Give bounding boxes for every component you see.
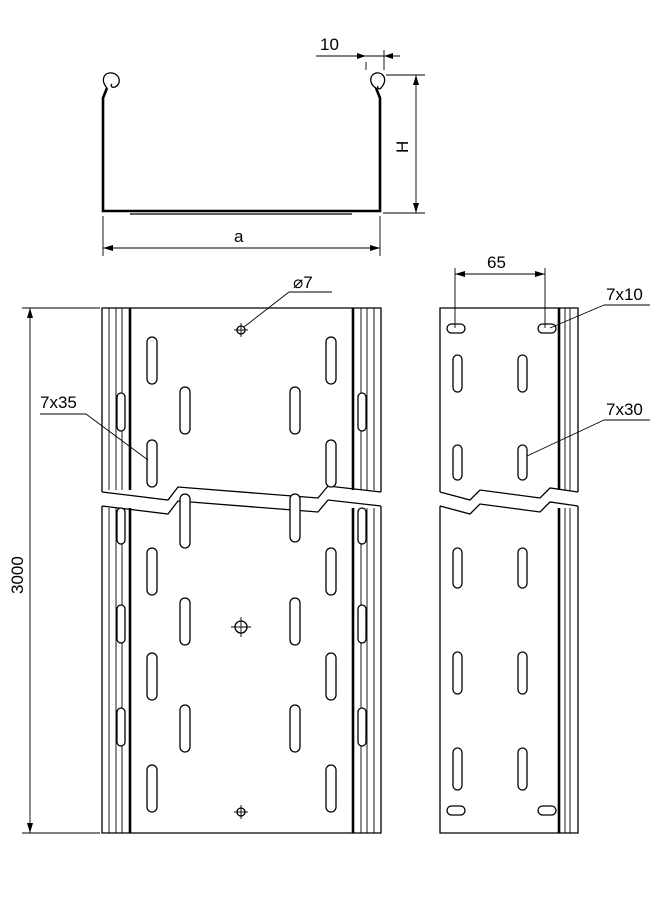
dim-3000-label: 3000 (8, 556, 27, 594)
side-break-line-top (439, 487, 579, 501)
slot-35-leader (85, 413, 149, 461)
dim-h-arrow-bottom (413, 203, 419, 213)
dim-a-arrow-left (103, 245, 113, 251)
slot-30-label: 7x30 (606, 400, 643, 419)
plan-base-slots (146, 336, 337, 813)
dim-h-arrow-top (413, 75, 419, 85)
plan-break-line-bottom (101, 499, 382, 515)
dim-a-arrow-right (370, 245, 380, 251)
dim-h-label: H (393, 141, 412, 153)
slot-10-label: 7x10 (606, 285, 643, 304)
cross-section-view: 10 H a (101, 35, 425, 256)
plan-border-lower (101, 506, 382, 834)
slot-35-label: 7x35 (40, 393, 77, 412)
dim-10-label: 10 (320, 35, 339, 54)
plan-round-holes (231, 323, 251, 819)
plan-border-upper (101, 307, 382, 492)
dim-10-arrow-left (357, 53, 366, 59)
hole-leader (243, 291, 290, 328)
tray-profile (101, 87, 382, 213)
side-border-upper (439, 307, 579, 492)
dim-3000-arrow-bottom (27, 823, 33, 833)
slot-10-leader (549, 304, 605, 329)
dim-10-arrow-right (384, 53, 393, 59)
plan-right-wall-lines (351, 308, 375, 833)
side-view: 65 7x10 7x30 (439, 253, 650, 834)
side-slots (446, 323, 557, 816)
slot-30-leader (526, 419, 605, 457)
side-wall-lines (557, 308, 571, 833)
dim-3000-arrow-top (27, 308, 33, 318)
dim-65-arrow-right (535, 271, 545, 277)
dim-a-label: a (234, 227, 244, 246)
dim-65-label: 65 (487, 253, 506, 272)
side-break-line-bottom (439, 501, 579, 515)
plan-left-wall-lines (108, 308, 132, 833)
dim-65-arrow-left (455, 271, 465, 277)
side-border-lower (439, 506, 579, 834)
plan-break-line-top (101, 485, 382, 501)
left-rolled-edge (102, 72, 120, 89)
right-rolled-edge (370, 72, 386, 90)
hole-diameter-label: ⌀7 (293, 273, 313, 292)
plan-wall-slots (116, 392, 367, 747)
plan-view: ⌀7 7x35 3000 (8, 273, 382, 834)
